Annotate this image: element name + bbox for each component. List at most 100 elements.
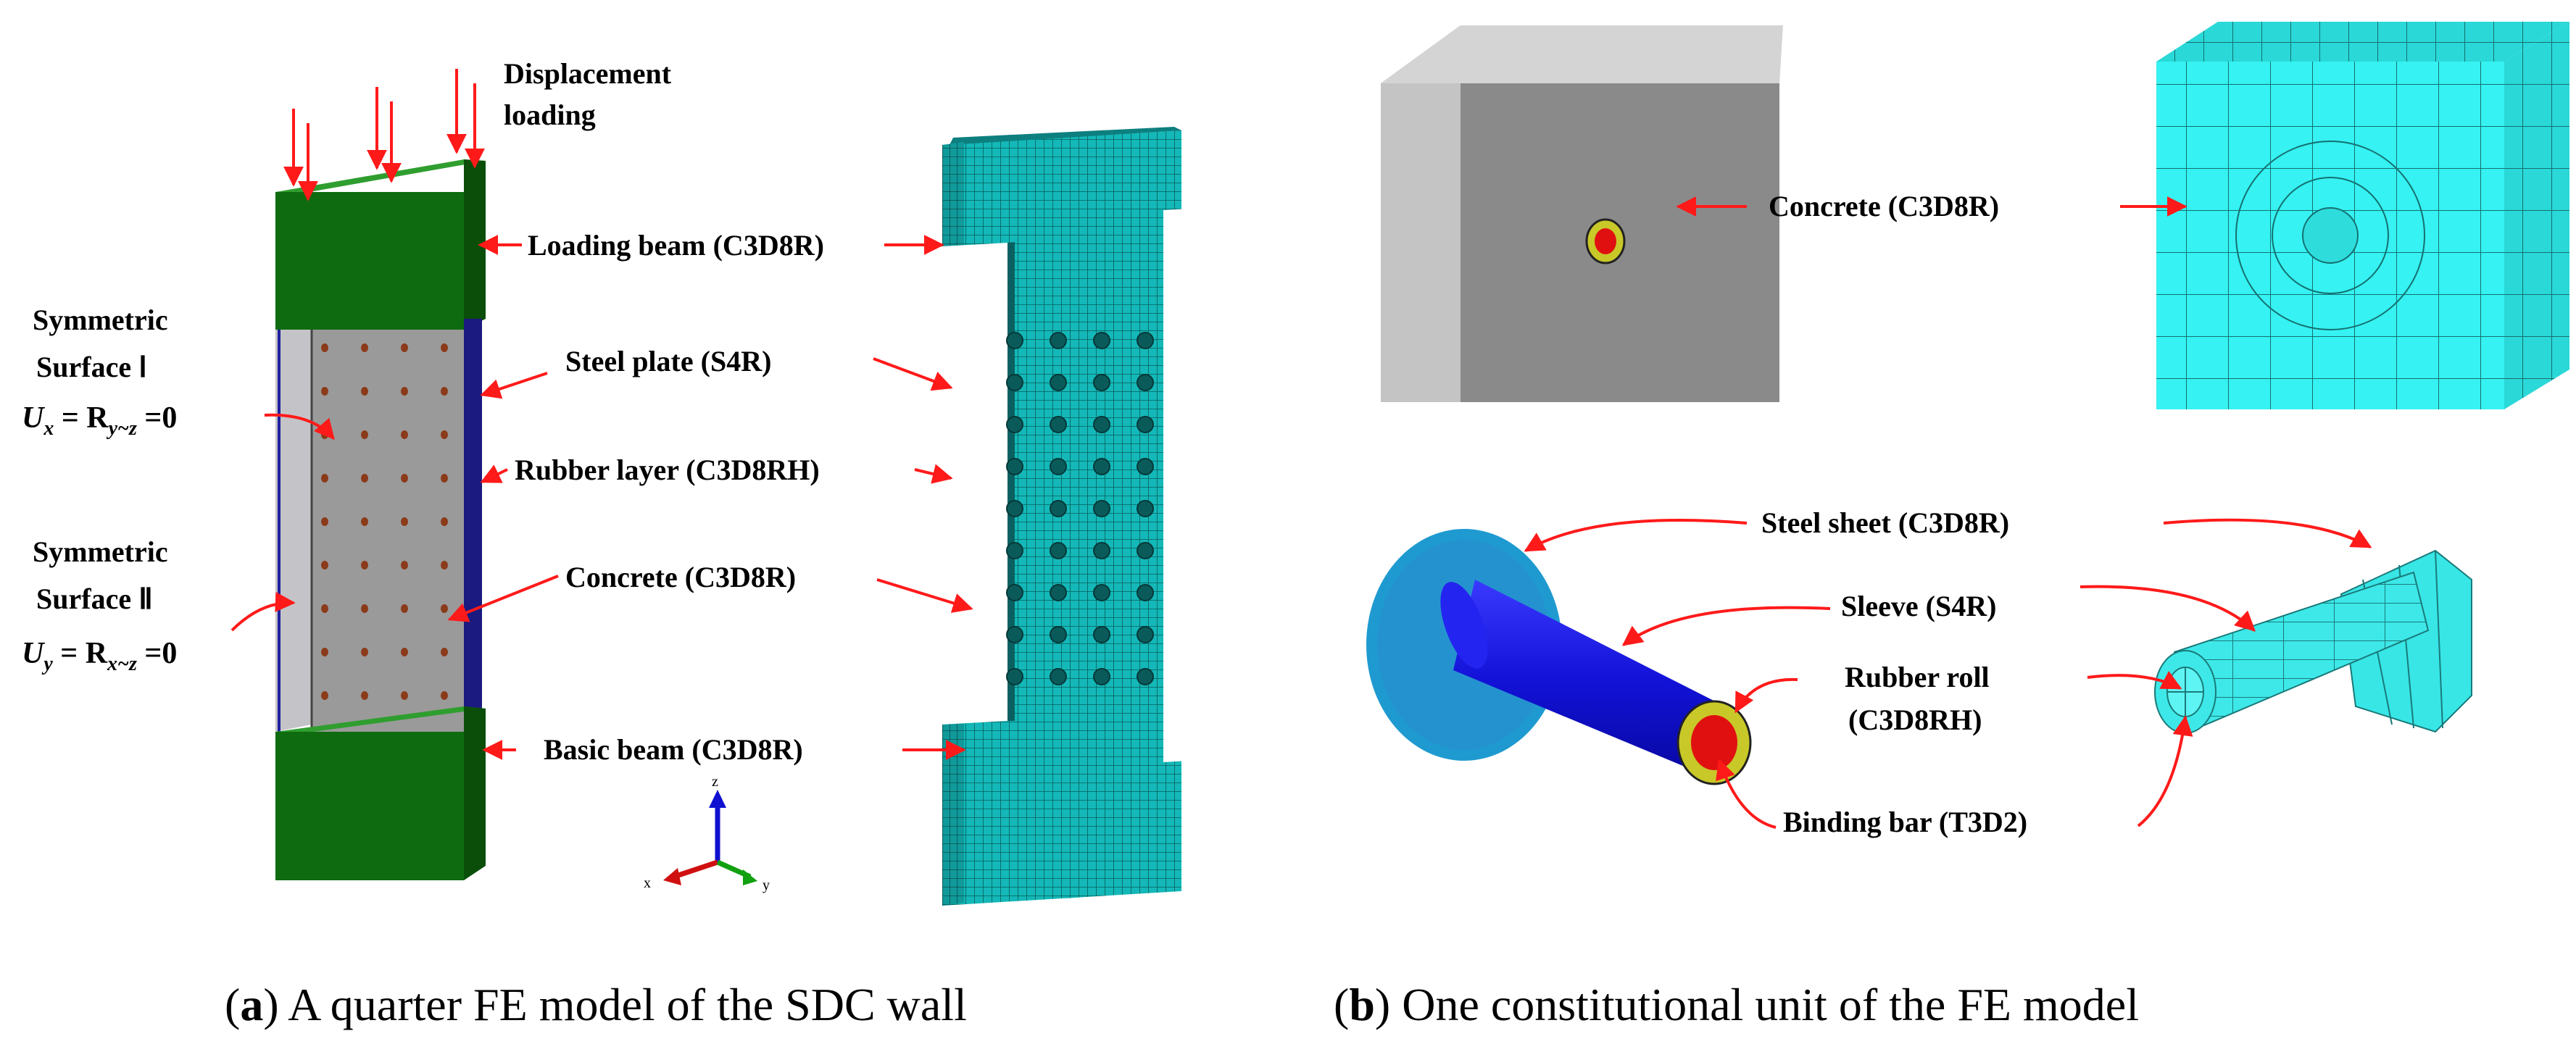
rubber-roll-label-line2: (C3D8RH) [1848, 704, 1982, 736]
mesh-hole [1050, 458, 1067, 475]
binding-bar-dot [361, 343, 368, 352]
mesh-hole [1050, 584, 1067, 601]
binding-bar-dot [321, 691, 328, 700]
binding-bar-dot [361, 648, 368, 656]
mesh-hole [1006, 332, 1023, 349]
mesh-hole [1137, 584, 1154, 601]
loading-beam-shape [275, 159, 486, 330]
mesh-hole [1006, 584, 1023, 601]
mesh-hole [1050, 668, 1067, 685]
binding-bar-dot [401, 430, 408, 439]
binding-bar-dot [321, 343, 328, 352]
mesh-wall-model [942, 127, 1189, 906]
binding-bar-dot [401, 648, 408, 656]
binding-bar-dot [321, 648, 328, 656]
sym1-eq: = R [54, 401, 109, 435]
displacement-label-line1: Displacement [504, 57, 672, 90]
panel-b: Concrete (C3D8R) [1334, 22, 2569, 1030]
caption-b: (b) One constitutional unit of the FE mo… [1334, 979, 2139, 1030]
concrete-cube [1381, 25, 1783, 402]
mesh-hole [1093, 374, 1110, 391]
sym2-equation: Uy = Rx~z =0 [22, 637, 177, 675]
mesh-hole [1137, 374, 1154, 391]
binding-bar-dot [441, 561, 448, 569]
sym2-u-sub: y [41, 653, 53, 675]
binding-bar-dot [361, 517, 368, 526]
mesh-hole [1093, 584, 1110, 601]
mesh-hole [1093, 626, 1110, 643]
mesh-hole [1137, 500, 1154, 517]
mesh-hole [1093, 416, 1110, 433]
concrete-label-b: Concrete (C3D8R) [1769, 190, 1999, 222]
binding-bar-dot [321, 561, 328, 569]
binding-bar-dot [321, 387, 328, 396]
binding-bar-dot [441, 604, 448, 613]
binding-bar-dot [361, 474, 368, 483]
binding-bar-dot [361, 604, 368, 613]
binding-bar-dots [321, 343, 448, 700]
displacement-label-line2: loading [504, 99, 596, 131]
mesh-hole [1050, 374, 1067, 391]
sym1-line1: Symmetric [33, 304, 168, 336]
sym2-r-sub: x~z [107, 653, 137, 675]
binding-bar-dot [441, 648, 448, 656]
binding-bar-dot [401, 517, 408, 526]
mesh-hole [1006, 500, 1023, 517]
sym1-equation: Ux = Ry~z =0 [22, 401, 177, 440]
mesh-hole [1006, 374, 1023, 391]
mesh-hole [1137, 668, 1154, 685]
wall-body [275, 319, 482, 735]
mesh-bar-holes [1006, 332, 1154, 685]
mesh-hole [1093, 500, 1110, 517]
axis-triad: z x y [644, 774, 770, 893]
mesh-hole [1050, 626, 1067, 643]
binding-bar-dot [321, 517, 328, 526]
mesh-hole [1137, 458, 1154, 475]
binding-bar-dot [321, 474, 328, 483]
mesh-hole [1050, 332, 1067, 349]
mesh-hole [1050, 416, 1067, 433]
mesh-hole [1050, 542, 1067, 559]
mesh-hole [1137, 542, 1154, 559]
binding-bar-dot [441, 387, 448, 396]
mesh-hole [1137, 332, 1154, 349]
binding-bar-dot [361, 387, 368, 396]
axis-x-label: x [644, 875, 651, 891]
binding-bar-dot [441, 517, 448, 526]
binding-bar-dot [321, 604, 328, 613]
mesh-hole [1137, 416, 1154, 433]
sym2-line1: Symmetric [33, 535, 168, 568]
caption-a-text: A quarter FE model of the SDC wall [279, 979, 967, 1030]
mesh-hole [1006, 416, 1023, 433]
binding-bar-dot [401, 604, 408, 613]
panel-b-label-arrows [1524, 518, 2372, 829]
binding-bar-dot [401, 691, 408, 700]
binding-bar-label: Binding bar (T3D2) [1783, 806, 2027, 838]
panel-a: z x y Displacement loading Loading beam … [22, 57, 1189, 1030]
binding-bar-dot [401, 387, 408, 396]
mesh-hole [1093, 542, 1110, 559]
sym1-u: U [22, 401, 46, 435]
binding-bar-dot [441, 343, 448, 352]
binding-bar-dot [401, 343, 408, 352]
binding-bar-dot [401, 561, 408, 569]
meshed-cube [2156, 22, 2569, 409]
sym1-r-sub: y~z [107, 417, 137, 440]
sym2-eq: = R [53, 637, 108, 670]
mesh-hole [1050, 500, 1067, 517]
binding-bar-dot [361, 430, 368, 439]
sym1-tail: =0 [137, 401, 177, 435]
loading-beam-label: Loading beam (C3D8R) [528, 229, 824, 262]
basic-beam-label: Basic beam (C3D8R) [544, 733, 803, 766]
sym2-u: U [22, 637, 46, 670]
mesh-hole [1006, 542, 1023, 559]
binding-unit-mesh [2154, 549, 2472, 734]
binding-bar-dot [441, 430, 448, 439]
mesh-hole [1006, 458, 1023, 475]
sym2-line2: Surface Ⅱ [36, 583, 153, 615]
axis-y-label: y [763, 877, 770, 893]
mesh-hole [1006, 668, 1023, 685]
panel-a-label-arrows [230, 235, 973, 760]
mesh-hole [1006, 626, 1023, 643]
